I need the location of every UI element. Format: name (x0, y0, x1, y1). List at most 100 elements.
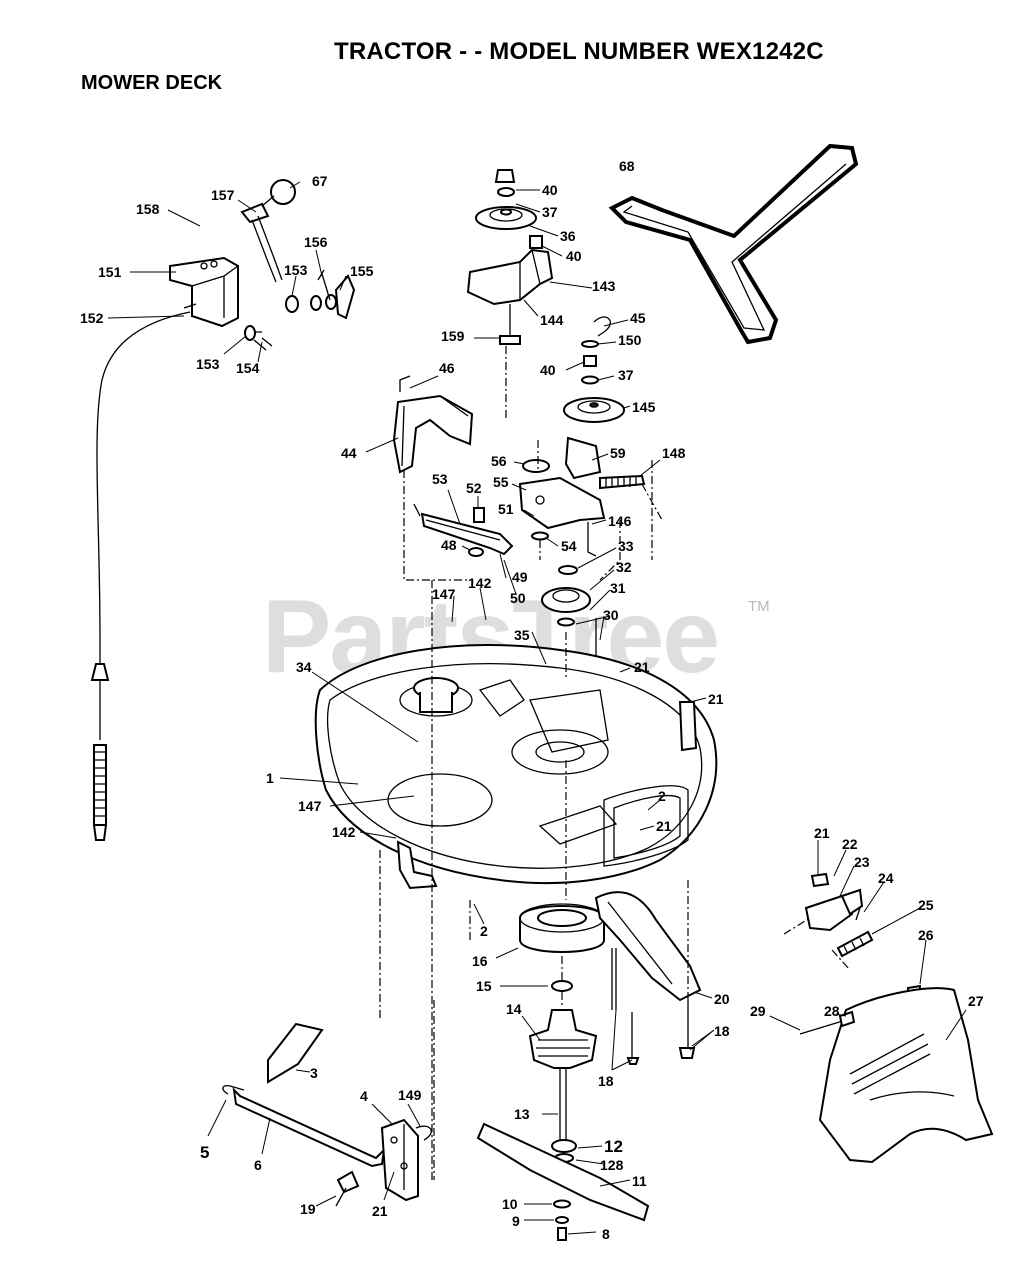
callout: 68 (619, 158, 635, 174)
tension-plate (518, 476, 606, 530)
callout: 36 (560, 228, 576, 244)
belt-guard (392, 375, 474, 474)
lift-lever-assembly (90, 179, 356, 841)
callout: 145 (632, 399, 656, 415)
callout: 40 (566, 248, 582, 264)
callout: 21 (656, 818, 672, 834)
callout: 15 (476, 978, 492, 994)
callout: 153 (284, 262, 308, 278)
mower-blade (476, 1122, 650, 1222)
callout: 5 (200, 1143, 209, 1162)
idler-pulley-assembly (466, 169, 625, 423)
callout: 21 (814, 825, 830, 841)
callout: 24 (878, 870, 894, 886)
callout: 32 (616, 559, 632, 575)
spindle-housing (528, 1009, 598, 1069)
idler-bracket (466, 248, 554, 306)
callout: 143 (592, 278, 616, 294)
watermark-trademark: TM (748, 598, 770, 615)
callout: 67 (312, 173, 328, 189)
lever-bracket (169, 256, 239, 328)
idler-arm-parts (413, 436, 646, 557)
callout: 27 (968, 993, 984, 1009)
callout: 45 (630, 310, 646, 326)
callout: 10 (502, 1196, 518, 1212)
callout: 54 (561, 538, 577, 554)
callout: 44 (341, 445, 357, 461)
callout: 142 (332, 824, 356, 840)
callout: 40 (540, 362, 556, 378)
assembly-lines (379, 346, 851, 1180)
callout: 18 (598, 1073, 614, 1089)
lift-cable (96, 311, 191, 672)
callout: 52 (466, 480, 482, 496)
callout: 21 (372, 1203, 388, 1219)
callout: 6 (254, 1157, 262, 1173)
callout: 4 (360, 1088, 368, 1104)
callout: 50 (510, 590, 526, 606)
callout: 18 (714, 1023, 730, 1039)
lower-deck-parts (396, 840, 702, 1241)
callout: 150 (618, 332, 642, 348)
callout: 34 (296, 659, 312, 675)
callout: 33 (618, 538, 634, 554)
callout: 8 (602, 1226, 610, 1242)
callout: 19 (300, 1201, 316, 1217)
section-title: MOWER DECK (81, 72, 223, 94)
callout: 149 (398, 1087, 422, 1103)
callout: 21 (634, 659, 650, 675)
callout: 153 (196, 356, 220, 372)
lever-knob (270, 179, 296, 205)
callout: 2 (480, 923, 488, 939)
callout: 49 (512, 569, 528, 585)
callout: 20 (714, 991, 730, 1007)
callout: 128 (600, 1157, 624, 1173)
callout: 12 (604, 1137, 623, 1156)
page-title: TRACTOR - - MODEL NUMBER WEX1242C (334, 38, 824, 65)
callout: 37 (618, 367, 634, 383)
callout: 51 (498, 501, 514, 517)
callout: 48 (441, 537, 457, 553)
callout: 35 (514, 627, 530, 643)
callout: 16 (472, 953, 488, 969)
callout: 13 (514, 1106, 530, 1122)
hanger-parts (222, 1022, 432, 1207)
callout: 157 (211, 187, 235, 203)
callout: 53 (432, 471, 448, 487)
center-pulley (541, 565, 601, 665)
callout: 147 (432, 586, 456, 602)
callout: 59 (610, 445, 626, 461)
callout: 11 (632, 1173, 647, 1189)
lift-lever (240, 202, 270, 224)
callout: 31 (610, 580, 626, 596)
callout: 9 (512, 1213, 520, 1229)
callout: 26 (918, 927, 934, 943)
callout: 37 (542, 204, 558, 220)
callout: 55 (493, 474, 509, 490)
callout: 22 (842, 836, 858, 852)
callout: 152 (80, 310, 104, 326)
callout: 2 (658, 788, 666, 804)
idler-arm (420, 512, 514, 556)
callout: 21 (708, 691, 724, 707)
callout: 155 (350, 263, 374, 279)
callout: 159 (441, 328, 465, 344)
callout: 40 (542, 182, 558, 198)
callout: 56 (491, 453, 507, 469)
callout: 14 (506, 1001, 522, 1017)
callout: 158 (136, 201, 160, 217)
callout: 23 (854, 854, 870, 870)
callout: 151 (98, 264, 122, 280)
callout: 25 (918, 897, 934, 913)
callout: 154 (236, 360, 260, 376)
callout-labels: 67 157 158 156 151 153 155 152 153 154 4… (80, 158, 984, 1242)
callout: 3 (310, 1065, 318, 1081)
callout: 142 (468, 575, 492, 591)
callout: 30 (603, 607, 619, 623)
callout: 146 (608, 513, 632, 529)
leader-lines (107, 181, 967, 1235)
callout: 28 (824, 1003, 840, 1019)
mower-deck (314, 643, 718, 885)
callout: 156 (304, 234, 328, 250)
